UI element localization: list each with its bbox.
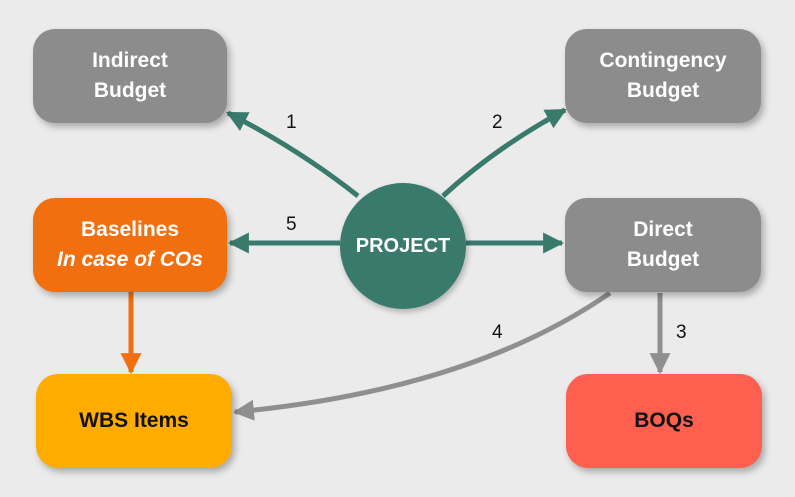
edge-project-to-indirect-budget	[226, 110, 360, 198]
wbs-items-label: WBS Items	[79, 409, 189, 432]
wbs-items-node: WBS Items	[36, 374, 232, 468]
indirect-budget-node: Indirect Budget	[33, 29, 227, 123]
edge-label-2: 2	[492, 112, 503, 133]
boqs-node: BOQs	[566, 374, 762, 468]
direct-budget-node: Direct Budget	[565, 198, 761, 292]
contingency-budget-label-line1: Contingency	[599, 49, 727, 72]
edge-project-to-contingency-budget	[441, 107, 567, 198]
project-label: PROJECT	[355, 234, 451, 257]
edge-label-5: 5	[286, 214, 297, 235]
edge-label-3: 3	[676, 322, 687, 343]
baselines-label-line2: In case of COs	[57, 248, 203, 271]
contingency-budget-node: Contingency Budget	[565, 29, 761, 123]
project-node: PROJECT	[340, 183, 466, 309]
baselines-label-line1: Baselines	[80, 218, 180, 241]
contingency-budget-label-line2: Budget	[626, 79, 700, 102]
edge-label-1: 1	[286, 112, 297, 133]
boqs-label: BOQs	[634, 409, 694, 432]
edge-direct-budget-to-wbs-items	[232, 290, 612, 421]
baselines-node: Baselines In case of COs	[33, 198, 227, 292]
indirect-budget-label-line2: Budget	[93, 79, 167, 102]
direct-budget-label-line1: Direct	[633, 218, 693, 241]
indirect-budget-label-line1: Indirect	[92, 49, 168, 72]
direct-budget-label-line2: Budget	[626, 248, 700, 271]
edge-label-4: 4	[492, 322, 503, 343]
